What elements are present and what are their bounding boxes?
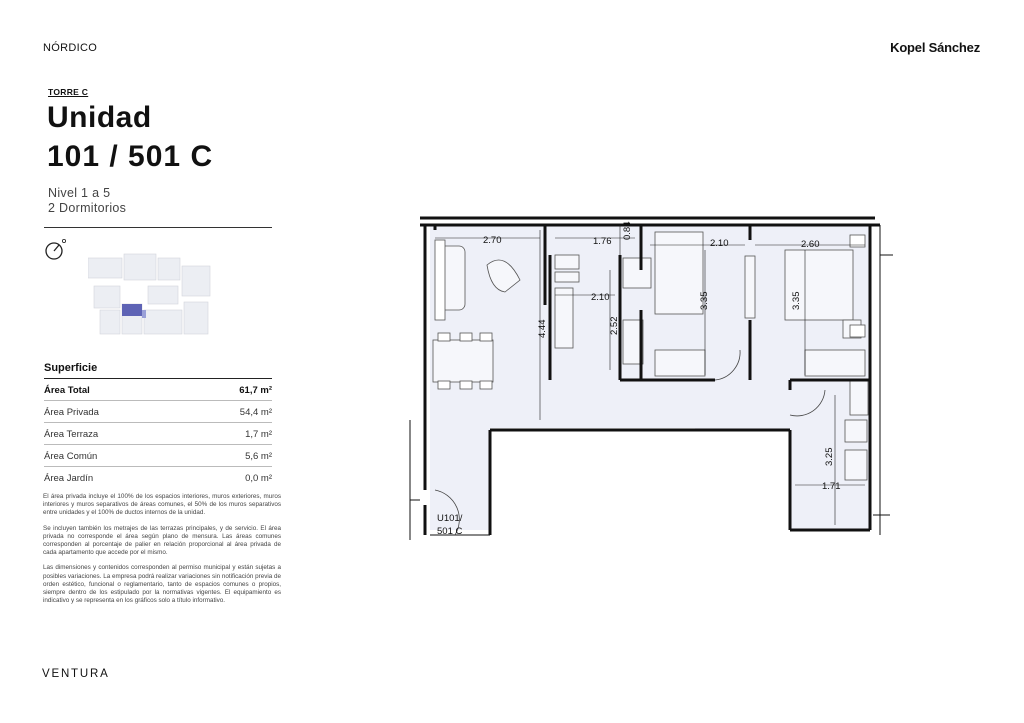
- unit-bedrooms: 2 Dormitorios: [48, 201, 127, 215]
- note-paragraph: El área privada incluye el 100% de los e…: [43, 493, 281, 517]
- dim-vertical-small: 0.84: [622, 222, 633, 241]
- area-label: Área Común: [44, 451, 98, 462]
- area-label: Área Jardín: [44, 473, 94, 484]
- unit-title: Unidad: [47, 101, 152, 134]
- tower-label: TORRE C: [48, 87, 89, 97]
- dim-bedroom2-width: 2.10: [710, 238, 729, 249]
- area-value: 0,0 m²: [245, 473, 272, 484]
- area-label: Área Terraza: [44, 429, 99, 440]
- dim-kitchen-depth: 2.52: [609, 317, 620, 336]
- floor-plan: 2.70 1.76 0.84 2.10 2.60 2.10 4.44 2.52 …: [409, 216, 893, 540]
- dim-hall-width: 1.76: [593, 236, 612, 247]
- unit-tag-line2: 501 C: [437, 526, 462, 537]
- table-row: Área Terraza 1,7 m²: [44, 422, 272, 444]
- dim-bedroom2-depth: 3.35: [699, 292, 710, 311]
- surface-title: Superficie: [44, 362, 98, 374]
- table-row: Área Común 5,6 m²: [44, 444, 272, 466]
- unit-level: Nivel 1 a 5: [48, 186, 111, 200]
- note-paragraph: Las dimensiones y contenidos corresponde…: [43, 564, 282, 605]
- area-value: 5,6 m²: [245, 451, 272, 462]
- brand-ventura: VENTURA: [42, 668, 110, 680]
- legal-notes: El área privada incluye el 100% de los e…: [43, 493, 281, 612]
- note-paragraph: Se incluyen también los metrajes de las …: [43, 524, 281, 557]
- key-plan-icon: [88, 253, 211, 335]
- divider: [44, 227, 272, 228]
- area-value: 54,4 m²: [239, 407, 272, 418]
- table-row: Área Total 61,7 m²: [44, 378, 272, 400]
- area-label: Área Privada: [44, 407, 99, 418]
- dim-living-width: 2.70: [483, 235, 502, 246]
- dim-kitchen-width: 2.10: [591, 292, 610, 303]
- unit-number: 101 / 501 C: [47, 140, 214, 173]
- compass-icon: [45, 238, 66, 260]
- dim-living-depth: 4.44: [537, 320, 548, 339]
- dim-bedroom1-depth: 3.35: [791, 292, 802, 311]
- area-label: Área Total: [44, 385, 90, 396]
- table-row: Área Jardín 0,0 m²: [44, 466, 272, 488]
- brand-kopel-sanchez: Kopel Sánchez: [890, 40, 980, 55]
- area-value: 1,7 m²: [245, 429, 272, 440]
- dim-bath-width: 1.71: [822, 481, 841, 492]
- dim-bedroom1-width: 2.60: [801, 239, 820, 250]
- area-value: 61,7 m²: [239, 385, 272, 396]
- brand-nordico: NÓRDICO: [43, 42, 98, 54]
- table-row: Área Privada 54,4 m²: [44, 400, 272, 422]
- unit-tag-line1: U101/: [437, 513, 463, 524]
- surface-table: Área Total 61,7 m² Área Privada 54,4 m² …: [44, 378, 272, 488]
- dim-bath-depth: 3.25: [824, 448, 835, 467]
